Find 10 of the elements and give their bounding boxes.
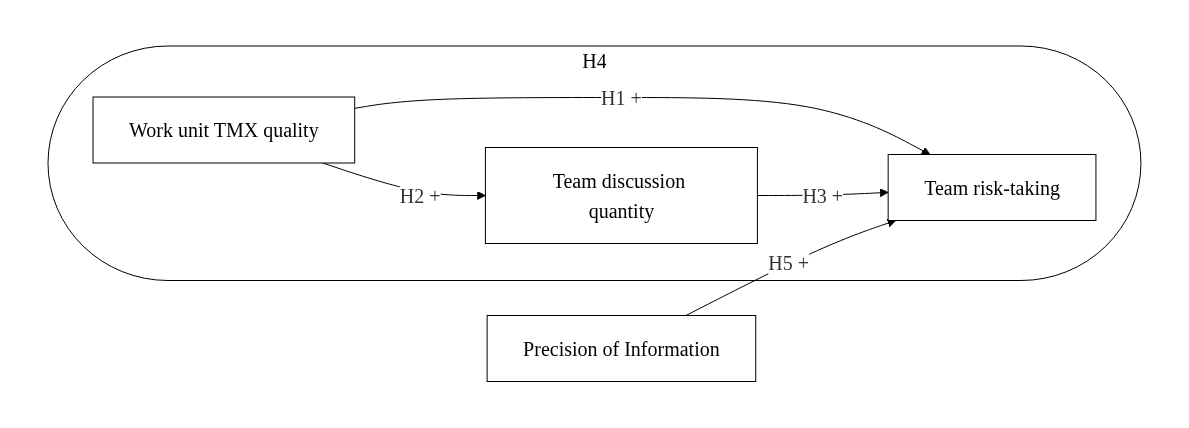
edge-label: H1 + [601, 86, 642, 109]
arrow [354, 97, 931, 156]
node-box: Precision of Information [486, 315, 757, 383]
edge-label: H2 + [399, 184, 441, 207]
node-box: Work unit TMX quality [92, 96, 356, 164]
arrow [685, 219, 897, 317]
node-box: Team risk-taking [887, 154, 1097, 222]
edge-label: H5 + [768, 252, 810, 275]
edge-label: H3 + [802, 184, 844, 207]
node-box: Team discussion quantity [484, 147, 758, 245]
